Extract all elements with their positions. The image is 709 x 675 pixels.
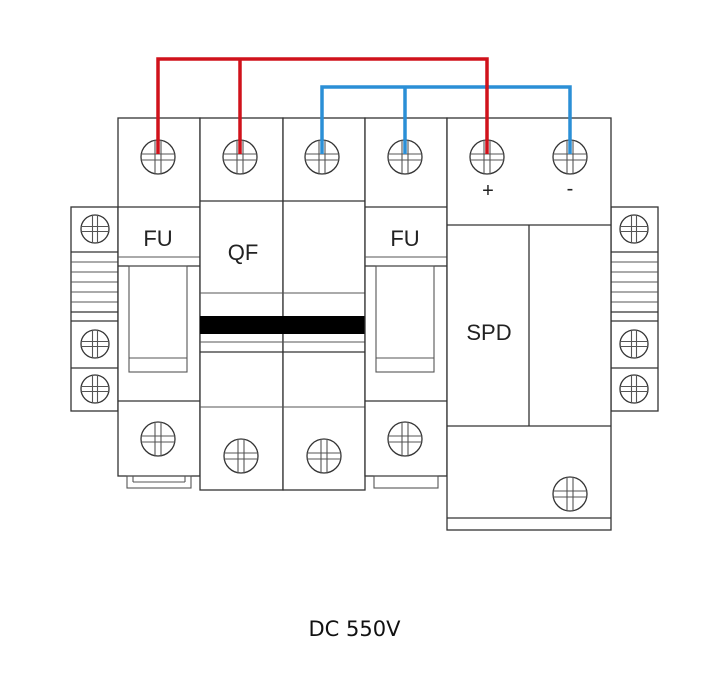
circuit-breaker (199, 117, 366, 491)
spd-positive-label: + (482, 180, 494, 202)
fuse-right (364, 117, 448, 489)
diagram-caption: DC 550V (308, 617, 401, 641)
spd-negative-label: - (567, 178, 574, 200)
spd-label: SPD (466, 320, 511, 345)
breaker-label: QF (228, 240, 259, 265)
breaker-handle-bar (200, 316, 365, 334)
left-end-clamp (70, 206, 119, 412)
surge-protection-device (446, 117, 612, 531)
positive-wire (156, 57, 489, 154)
right-end-clamp (610, 206, 659, 412)
fuse-right-label: FU (390, 226, 419, 251)
fuse-left (117, 117, 201, 489)
fuse-left-label: FU (143, 226, 172, 251)
negative-wire (320, 85, 572, 154)
